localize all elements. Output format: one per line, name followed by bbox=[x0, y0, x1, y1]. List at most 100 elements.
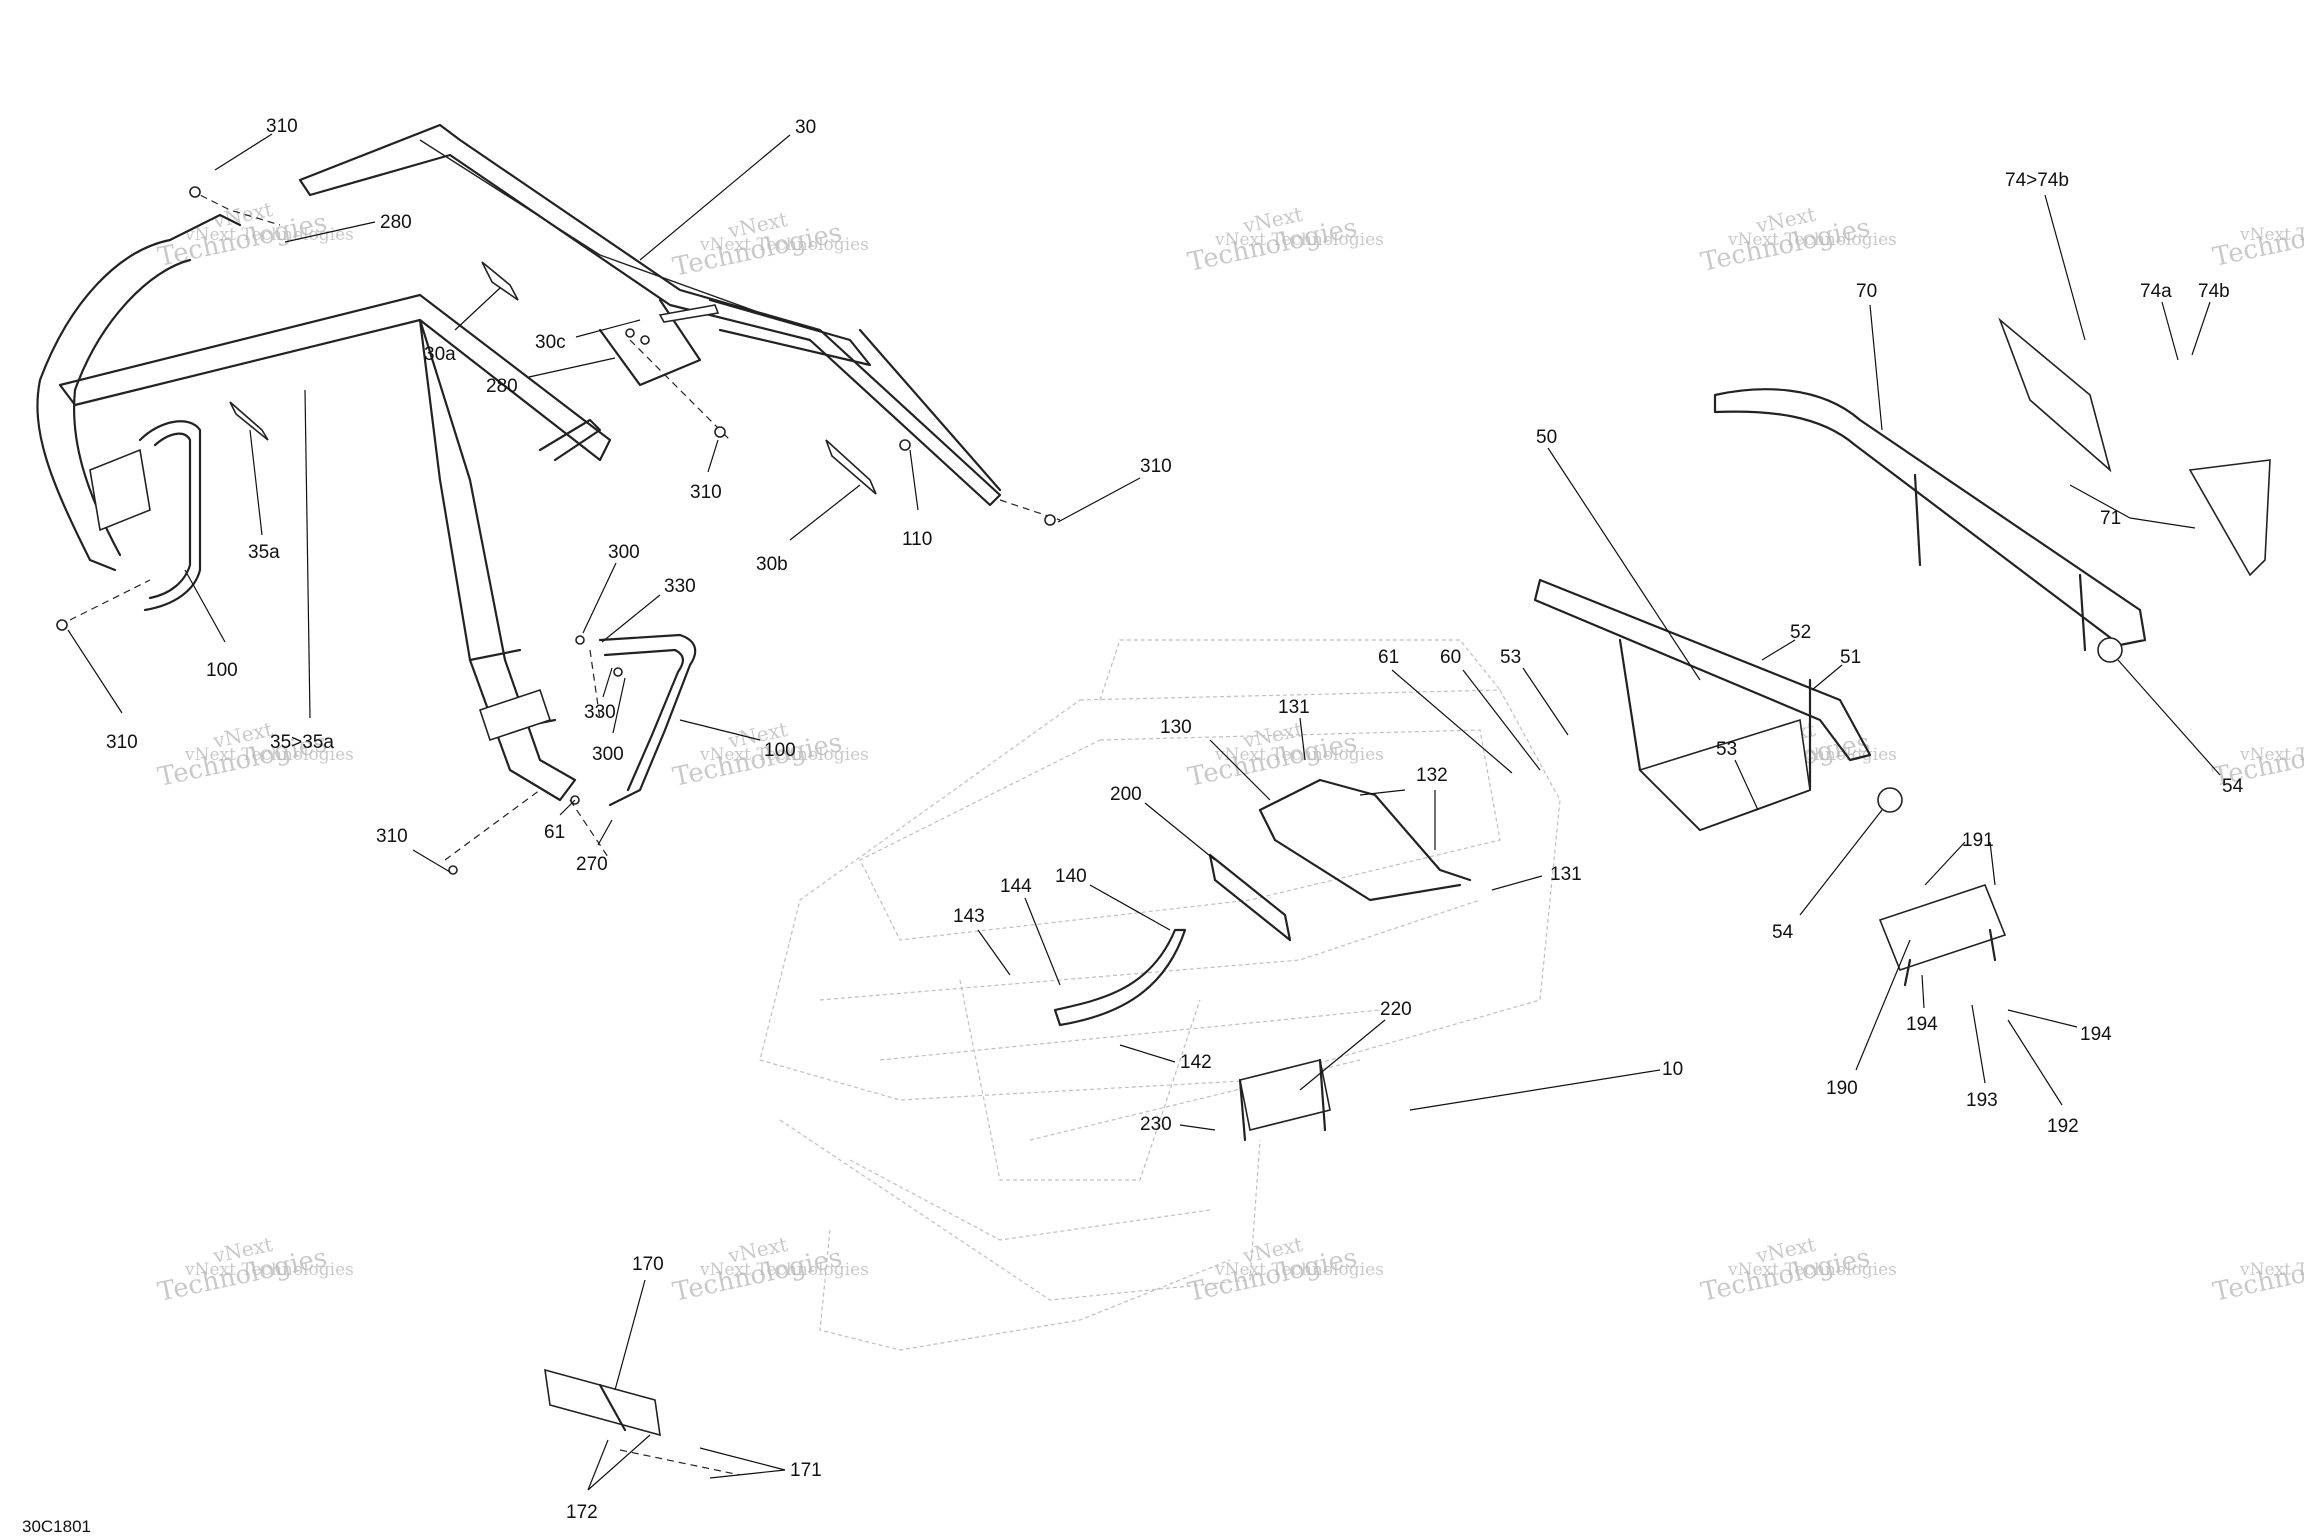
svg-text:vNext Technologies: vNext Technologies bbox=[184, 225, 354, 245]
watermark: vNext Technologies Technologies vNext bbox=[1185, 717, 1384, 793]
bar-140 bbox=[1053, 928, 1187, 1027]
callout-194: 194 bbox=[1906, 974, 1938, 1035]
callout-194b: 194 bbox=[2007, 1009, 2112, 1045]
svg-text:30: 30 bbox=[795, 117, 816, 138]
svg-text:54: 54 bbox=[2222, 776, 2244, 797]
callout-130: 130 bbox=[1160, 717, 1271, 801]
watermark: vNext Technologies Technologies vNext bbox=[1698, 1232, 1897, 1308]
side-tube-right bbox=[598, 633, 697, 807]
svg-text:191: 191 bbox=[1962, 830, 1994, 851]
svg-text:330: 330 bbox=[584, 702, 616, 723]
callout-280b: 280 bbox=[486, 357, 616, 397]
svg-text:140: 140 bbox=[1055, 866, 1087, 887]
callout-54b: 54 bbox=[1772, 809, 1883, 943]
svg-text:61: 61 bbox=[1378, 647, 1399, 668]
plate-35a bbox=[229, 401, 269, 441]
plate-30c bbox=[658, 304, 720, 323]
svg-text:vNext Technologies: vNext Technologies bbox=[184, 745, 354, 765]
svg-text:vNext Technologies: vNext Technologies bbox=[2239, 1260, 2304, 1280]
svg-text:53: 53 bbox=[1500, 647, 1521, 668]
bracket-190 bbox=[1878, 884, 2007, 987]
svg-text:50: 50 bbox=[1536, 427, 1557, 448]
callout-61: 61 bbox=[544, 799, 576, 843]
svg-text:vNext Technologies: vNext Technologies bbox=[699, 235, 869, 255]
svg-text:131: 131 bbox=[1278, 697, 1310, 718]
bar-130 bbox=[1258, 778, 1472, 902]
callout-30b: 30b bbox=[756, 484, 861, 575]
svg-text:60: 60 bbox=[1440, 647, 1461, 668]
svg-text:131: 131 bbox=[1550, 864, 1582, 885]
callout-140: 140 bbox=[1055, 866, 1171, 931]
callout-280: 280 bbox=[284, 212, 412, 243]
svg-text:280: 280 bbox=[486, 376, 518, 397]
callout-200: 200 bbox=[1110, 784, 1216, 861]
svg-text:54: 54 bbox=[1772, 922, 1794, 943]
svg-text:310: 310 bbox=[1140, 456, 1172, 477]
callout-143: 143 bbox=[953, 906, 1011, 976]
svg-text:190: 190 bbox=[1826, 1078, 1858, 1099]
callout-71: 71 bbox=[2069, 484, 2196, 529]
svg-text:100: 100 bbox=[206, 660, 238, 681]
callout-53: 53 bbox=[1500, 647, 1569, 736]
callout-35-35a: 35>35a bbox=[270, 389, 334, 753]
svg-text:310: 310 bbox=[106, 732, 138, 753]
callout-170: 170 bbox=[614, 1254, 664, 1391]
svg-text:vNext Technologies: vNext Technologies bbox=[2239, 225, 2304, 245]
svg-text:310: 310 bbox=[376, 826, 408, 847]
callout-310b: 310 bbox=[690, 439, 722, 503]
svg-text:200: 200 bbox=[1110, 784, 1142, 805]
svg-text:143: 143 bbox=[953, 906, 985, 927]
callout-220: 220 bbox=[1299, 999, 1412, 1091]
watermark: vNext Technologies Technologies vNext bbox=[1698, 202, 1897, 278]
vehicle-frame-ghost bbox=[759, 639, 1561, 1351]
bracket-170 bbox=[544, 1368, 741, 1476]
svg-text:52: 52 bbox=[1790, 622, 1811, 643]
svg-text:74>74b: 74>74b bbox=[2005, 170, 2069, 191]
svg-text:35>35a: 35>35a bbox=[270, 732, 334, 753]
callout-131b: 131 bbox=[1491, 864, 1582, 891]
svg-text:vNext Technologies: vNext Technologies bbox=[1727, 230, 1897, 250]
svg-text:192: 192 bbox=[2047, 1116, 2079, 1137]
callout-54: 54 bbox=[2117, 659, 2244, 797]
svg-text:30a: 30a bbox=[424, 344, 456, 365]
plate-30a bbox=[481, 261, 519, 301]
callout-132: 132 bbox=[1359, 765, 1448, 850]
svg-text:51: 51 bbox=[1840, 647, 1861, 668]
callout-131: 131 bbox=[1278, 697, 1310, 761]
svg-text:142: 142 bbox=[1180, 1052, 1212, 1073]
callout-310: 310 bbox=[214, 116, 298, 171]
svg-text:Technologies: Technologies bbox=[2210, 208, 2304, 273]
callout-172: 172 bbox=[566, 1434, 651, 1523]
svg-text:74b: 74b bbox=[2198, 281, 2230, 302]
svg-text:170: 170 bbox=[632, 1254, 664, 1275]
callout-230: 230 bbox=[1140, 1114, 1216, 1135]
callout-190: 190 bbox=[1826, 939, 1911, 1099]
svg-text:35a: 35a bbox=[248, 542, 280, 563]
callout-52: 52 bbox=[1761, 622, 1811, 661]
bracket-200 bbox=[1208, 853, 1292, 942]
callout-30a: 30a bbox=[424, 287, 501, 365]
watermark: vNext Technologies Technologies vNext bbox=[1185, 1232, 1384, 1308]
callout-192: 192 bbox=[2007, 1019, 2079, 1137]
svg-text:Technologies: Technologies bbox=[2210, 1243, 2304, 1308]
watermark: vNext Technologies Technologies vNext bbox=[670, 207, 869, 283]
callout-310d: 310 bbox=[1057, 456, 1172, 523]
svg-text:300: 300 bbox=[592, 744, 624, 765]
callout-30c: 30c bbox=[535, 319, 641, 353]
svg-text:100: 100 bbox=[764, 740, 796, 761]
front-bumper-50 bbox=[1533, 578, 2123, 832]
watermark: vNext Technologies Technologies vNext bbox=[155, 717, 354, 793]
callout-310c: 310 bbox=[67, 629, 138, 753]
callout-51: 51 bbox=[1811, 647, 1861, 691]
plates bbox=[229, 261, 877, 495]
svg-text:vNext Technologies: vNext Technologies bbox=[1214, 1260, 1384, 1280]
watermark: vNext Technologies Technologies bbox=[2210, 208, 2304, 273]
svg-text:310: 310 bbox=[266, 116, 298, 137]
callout-100b: 100 bbox=[679, 719, 796, 761]
svg-text:30c: 30c bbox=[535, 332, 566, 353]
callout-330: 330 bbox=[601, 576, 696, 643]
callout-53b: 53 bbox=[1716, 739, 1759, 811]
callout-330b: 330 bbox=[584, 667, 616, 723]
callout-60: 60 bbox=[1440, 647, 1541, 771]
